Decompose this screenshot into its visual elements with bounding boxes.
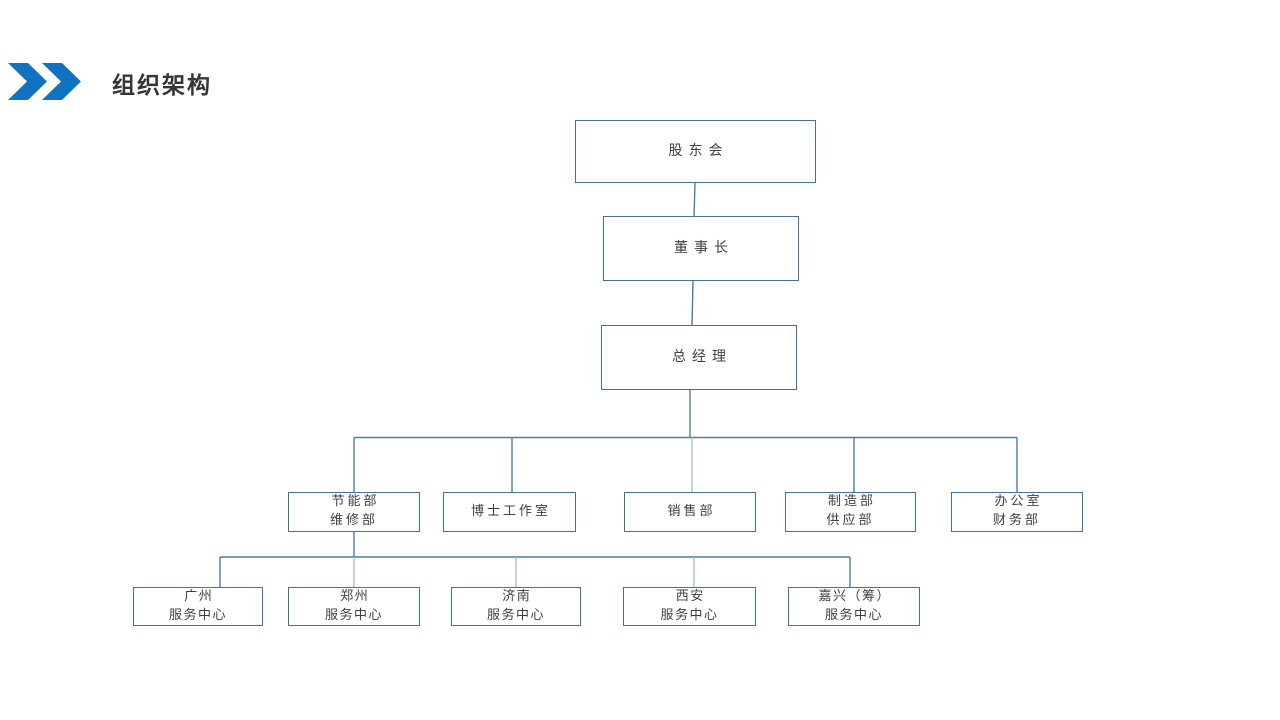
org-node-dept-sales: 销售部 [624,492,756,532]
org-node-center-xian: 西安 服务中心 [623,587,756,626]
double-chevron-icon [8,63,81,100]
org-node-center-jiaxing: 嘉兴（筹） 服务中心 [788,587,920,626]
org-node-dept-office-finance: 办公室 财务部 [951,492,1083,532]
slide-header: 组织架构 [0,0,1280,110]
org-node-dept-energy-maintenance: 节能部 维修部 [288,492,420,532]
org-node-center-jinan: 济南 服务中心 [451,587,581,626]
org-node-dept-phd-studio: 博士工作室 [443,492,576,532]
org-node-center-zhengzhou: 郑州 服务中心 [288,587,420,626]
org-node-general-manager: 总经理 [601,325,797,390]
org-node-center-guangzhou: 广州 服务中心 [133,587,263,626]
org-node-shareholders-meeting: 股东会 [575,120,816,183]
org-node-dept-manufacturing-supply: 制造部 供应部 [785,492,916,532]
page-title: 组织架构 [112,73,212,99]
org-node-chairman: 董事长 [603,216,799,281]
